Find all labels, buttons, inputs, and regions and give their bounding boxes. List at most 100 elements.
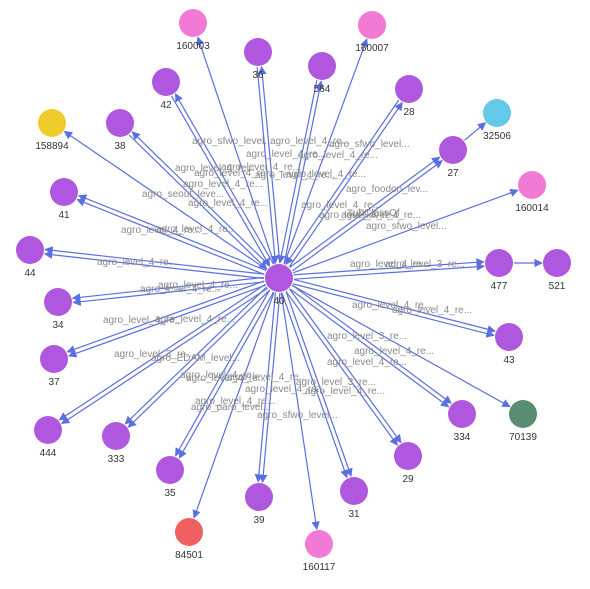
edge-40-42[interactable] bbox=[171, 95, 271, 267]
edge-40-39[interactable] bbox=[254, 292, 277, 483]
edge-40-42[interactable] bbox=[174, 93, 274, 265]
node-circle[interactable] bbox=[44, 288, 72, 316]
edge-40-70139[interactable] bbox=[291, 284, 511, 408]
edge-40-28[interactable] bbox=[288, 101, 403, 268]
node-38[interactable]: 38 bbox=[106, 109, 134, 152]
node-477[interactable]: 477 bbox=[485, 249, 513, 292]
node-circle[interactable] bbox=[305, 530, 333, 558]
node-43[interactable]: 43 bbox=[495, 323, 523, 366]
node-circle[interactable] bbox=[518, 171, 546, 199]
edge-40-444[interactable] bbox=[58, 283, 266, 421]
node-circle[interactable] bbox=[394, 442, 422, 470]
edge-40-564[interactable] bbox=[277, 80, 318, 264]
edge-40-27[interactable] bbox=[292, 160, 443, 272]
node-158894[interactable]: 158894 bbox=[35, 109, 69, 152]
node-circle[interactable] bbox=[395, 75, 423, 103]
node-34[interactable]: 34 bbox=[44, 288, 72, 331]
edge-40-160117[interactable] bbox=[280, 292, 320, 530]
edge-40-160003[interactable] bbox=[196, 36, 275, 264]
node-40[interactable]: 40 bbox=[265, 264, 293, 307]
node-circle[interactable] bbox=[106, 109, 134, 137]
edge-40-35[interactable] bbox=[174, 289, 271, 457]
edge-40-84501[interactable] bbox=[192, 291, 275, 519]
node-circle[interactable] bbox=[495, 323, 523, 351]
edge-40-444[interactable] bbox=[61, 287, 269, 425]
node-41[interactable]: 41 bbox=[50, 178, 78, 221]
edge-40-334[interactable] bbox=[289, 288, 450, 408]
node-160117[interactable]: 160117 bbox=[303, 530, 336, 573]
edge-40-477[interactable] bbox=[294, 262, 486, 280]
node-circle[interactable] bbox=[245, 483, 273, 511]
edge-40-27[interactable] bbox=[289, 156, 441, 268]
edge-40-43[interactable] bbox=[292, 283, 495, 338]
edge-40-43[interactable] bbox=[293, 279, 496, 334]
edge-40-333[interactable] bbox=[124, 286, 268, 425]
node-32506[interactable]: 32506 bbox=[483, 99, 511, 142]
node-circle[interactable] bbox=[358, 11, 386, 39]
node-circle[interactable] bbox=[16, 236, 44, 264]
node-36[interactable]: 36 bbox=[244, 38, 272, 81]
node-564[interactable]: 564 bbox=[308, 52, 336, 95]
node-circle[interactable] bbox=[40, 345, 68, 373]
node-160003[interactable]: 160003 bbox=[176, 9, 210, 52]
node-444[interactable]: 444 bbox=[34, 416, 62, 459]
node-circle[interactable] bbox=[156, 456, 184, 484]
edge-40-158894[interactable] bbox=[63, 130, 267, 271]
edge-40-28[interactable] bbox=[285, 99, 400, 266]
node-334[interactable]: 334 bbox=[448, 400, 476, 443]
edge-40-31[interactable] bbox=[285, 291, 353, 477]
edge-40-36[interactable] bbox=[258, 65, 281, 263]
edge-40-41[interactable] bbox=[77, 194, 267, 271]
node-27[interactable]: 27 bbox=[439, 136, 467, 179]
node-circle[interactable] bbox=[439, 136, 467, 164]
node-37[interactable]: 37 bbox=[40, 345, 68, 388]
node-circle[interactable] bbox=[340, 477, 368, 505]
node-circle[interactable] bbox=[543, 249, 571, 277]
edge-40-44[interactable] bbox=[43, 250, 264, 280]
node-29[interactable]: 29 bbox=[394, 442, 422, 485]
edge-40-36[interactable] bbox=[256, 67, 279, 265]
edge-40-44[interactable] bbox=[44, 246, 265, 275]
node-42[interactable]: 42 bbox=[152, 68, 180, 111]
edge-40-34[interactable] bbox=[71, 276, 264, 302]
edge-40-31[interactable] bbox=[281, 292, 349, 479]
node-circle[interactable] bbox=[509, 400, 537, 428]
edge-40-38[interactable] bbox=[131, 131, 271, 267]
node-84501[interactable]: 84501 bbox=[175, 518, 203, 561]
node-circle[interactable] bbox=[483, 99, 511, 127]
edge-40-160014[interactable] bbox=[292, 188, 519, 274]
node-circle[interactable] bbox=[179, 9, 207, 37]
edge-40-37[interactable] bbox=[66, 280, 265, 354]
node-39[interactable]: 39 bbox=[245, 483, 273, 526]
node-70139[interactable]: 70139 bbox=[509, 400, 537, 443]
node-circle[interactable] bbox=[50, 178, 78, 206]
node-521[interactable]: 521 bbox=[543, 249, 571, 292]
node-circle[interactable] bbox=[485, 249, 513, 277]
node-28[interactable]: 28 bbox=[395, 75, 423, 118]
node-333[interactable]: 333 bbox=[102, 422, 130, 465]
edge-40-477[interactable] bbox=[293, 258, 485, 276]
node-31[interactable]: 31 bbox=[340, 477, 368, 520]
node-circle[interactable] bbox=[244, 38, 272, 66]
node-circle[interactable] bbox=[308, 52, 336, 80]
node-160007[interactable]: 160007 bbox=[355, 11, 389, 54]
node-44[interactable]: 44 bbox=[16, 236, 44, 279]
node-circle[interactable] bbox=[38, 109, 66, 137]
edge-40-160007[interactable] bbox=[283, 38, 369, 265]
node-circle[interactable] bbox=[175, 518, 203, 546]
edge-40-34[interactable] bbox=[72, 281, 265, 306]
edge-40-333[interactable] bbox=[127, 289, 271, 428]
edge-40-41[interactable] bbox=[76, 198, 265, 276]
node-circle[interactable] bbox=[265, 264, 293, 292]
node-35[interactable]: 35 bbox=[156, 456, 184, 499]
edge-40-29[interactable] bbox=[285, 291, 398, 446]
node-circle[interactable] bbox=[34, 416, 62, 444]
edge-40-39[interactable] bbox=[259, 293, 281, 484]
node-circle[interactable] bbox=[152, 68, 180, 96]
edge-40-38[interactable] bbox=[128, 134, 268, 270]
edge-40-35[interactable] bbox=[178, 291, 275, 459]
edge-40-37[interactable] bbox=[68, 284, 266, 358]
edge-27-32506[interactable] bbox=[464, 122, 487, 141]
